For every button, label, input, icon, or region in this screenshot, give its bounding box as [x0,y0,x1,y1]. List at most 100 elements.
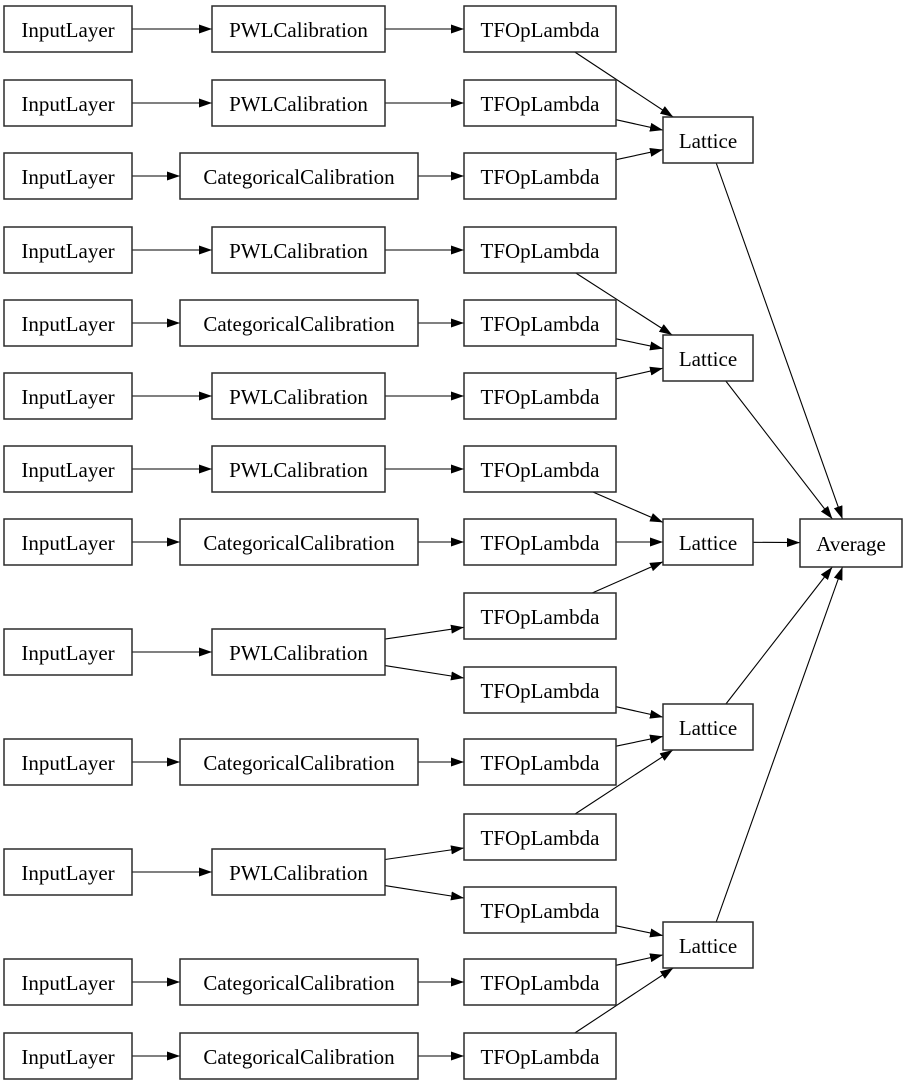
node-label: CategoricalCalibration [203,751,395,775]
node-lattice-L2: Lattice [662,334,754,382]
node-label: TFOpLambda [481,18,601,42]
edge-c11-t13 [384,885,465,901]
node-label: Lattice [679,934,737,958]
node-pwlcalibration-c7: PWLCalibration [211,445,386,493]
node-label: PWLCalibration [229,239,368,263]
node-categoricalcalibration-c13: CategoricalCalibration [179,1032,419,1080]
edge-c11-t12 [384,845,465,861]
node-box [463,592,617,640]
node-inputlayer-il7: InputLayer [3,445,133,493]
node-label: CategoricalCalibration [203,971,395,995]
node-tfoplambda-t12: TFOpLambda [463,813,617,861]
node-box [3,1032,133,1080]
node-label: InputLayer [21,18,114,42]
node-label: TFOpLambda [481,679,601,703]
node-label: PWLCalibration [229,18,368,42]
node-label: PWLCalibration [229,641,368,665]
node-inputlayer-il3: InputLayer [3,152,133,200]
node-label: InputLayer [21,385,114,409]
edge-c9-t10 [384,665,465,681]
node-box [3,372,133,420]
node-box [463,666,617,714]
edge-L5-avg [715,566,844,923]
node-box [463,299,617,347]
node-label: InputLayer [21,239,114,263]
node-inputlayer-il13: InputLayer [3,1032,133,1080]
node-average-avg: Average [799,518,903,568]
node-box [3,226,133,274]
node-label: PWLCalibration [229,861,368,885]
edge-t5-L2 [615,338,664,351]
node-tfoplambda-t11: TFOpLambda [463,738,617,786]
node-box [662,116,754,164]
node-box [463,1032,617,1080]
node-box [662,703,754,751]
node-box [463,152,617,200]
node-box [3,848,133,896]
edge-t3-L1 [615,147,664,161]
node-box [179,1032,419,1080]
node-box [211,5,386,53]
node-inputlayer-il10: InputLayer [3,738,133,786]
node-inputlayer-il5: InputLayer [3,299,133,347]
edge-c9-t9 [384,624,465,640]
node-box [179,518,419,566]
edge-t12-L4 [574,749,674,815]
node-box [3,79,133,127]
node-label: InputLayer [21,458,114,482]
node-box [179,738,419,786]
node-label: PWLCalibration [229,92,368,116]
node-pwlcalibration-c11: PWLCalibration [211,848,386,896]
node-label: TFOpLambda [481,1045,601,1069]
node-categoricalcalibration-c3: CategoricalCalibration [179,152,419,200]
node-inputlayer-il9: InputLayer [3,628,133,676]
node-categoricalcalibration-c8: CategoricalCalibration [179,518,419,566]
node-tfoplambda-t6: TFOpLambda [463,372,617,420]
node-box [211,372,386,420]
edge-L1-avg [715,162,844,520]
edge-t11-L4 [615,734,664,747]
edge-t2-L1 [615,119,664,132]
node-label: InputLayer [21,531,114,555]
edge-t4-L2 [575,272,673,336]
node-label: TFOpLambda [481,458,601,482]
node-inputlayer-il1: InputLayer [3,5,133,53]
node-lattice-L4: Lattice [662,703,754,751]
node-tfoplambda-t10: TFOpLambda [463,666,617,714]
node-box [463,79,617,127]
node-tfoplambda-t2: TFOpLambda [463,79,617,127]
node-box [463,5,617,53]
node-box [463,738,617,786]
node-box [463,226,617,274]
node-tfoplambda-t3: TFOpLambda [463,152,617,200]
node-pwlcalibration-c9: PWLCalibration [211,628,386,676]
edge-t1-L1 [574,51,674,118]
node-label: TFOpLambda [481,92,601,116]
node-tfoplambda-t9: TFOpLambda [463,592,617,640]
node-box [179,958,419,1006]
node-box [463,518,617,566]
node-label: TFOpLambda [481,385,601,409]
node-label: TFOpLambda [481,605,601,629]
node-box [211,226,386,274]
node-box [3,299,133,347]
node-tfoplambda-t15: TFOpLambda [463,1032,617,1080]
node-box [662,334,754,382]
node-lattice-L1: Lattice [662,116,754,164]
edge-t9-L3 [591,561,664,594]
node-label: PWLCalibration [229,385,368,409]
node-categoricalcalibration-c5: CategoricalCalibration [179,299,419,347]
node-inputlayer-il11: InputLayer [3,848,133,896]
node-label: TFOpLambda [481,971,601,995]
node-label: CategoricalCalibration [203,165,395,189]
node-box [799,518,903,568]
node-pwlcalibration-c6: PWLCalibration [211,372,386,420]
node-label: Lattice [679,129,737,153]
node-box [3,5,133,53]
node-box [179,299,419,347]
node-pwlcalibration-c2: PWLCalibration [211,79,386,127]
node-label: InputLayer [21,641,114,665]
node-box [211,79,386,127]
node-box [3,628,133,676]
